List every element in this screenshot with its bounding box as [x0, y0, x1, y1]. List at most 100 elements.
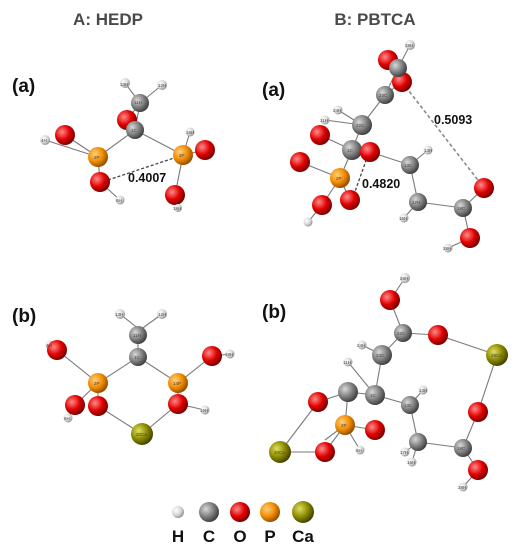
atom-o [65, 395, 85, 415]
atom-o [312, 195, 332, 215]
atom-o [340, 190, 360, 210]
atom-h [355, 445, 365, 455]
atom-h [343, 357, 353, 367]
atom-c [454, 199, 472, 217]
legend-label-ca: Ca [292, 527, 314, 546]
atom-h [405, 40, 415, 50]
atom-label: 24H [357, 343, 365, 348]
atom-label: 12H [158, 83, 166, 88]
atom-label: 11H [133, 333, 141, 338]
atom-label: 18C [457, 206, 466, 211]
atom-c [401, 396, 419, 414]
atom-label: 1C [347, 148, 354, 153]
atom-o [47, 340, 67, 360]
hbond-hedp-a [107, 154, 184, 181]
atom-o [310, 125, 330, 145]
atom-c [365, 385, 385, 405]
atom-p [88, 147, 108, 167]
atom-h [303, 217, 313, 227]
atom-h [40, 135, 50, 145]
panel-label-hedp-a: (a) [12, 76, 35, 97]
atom-c [409, 193, 427, 211]
atom-label: 11H [320, 118, 328, 123]
legend-label-o: O [233, 527, 246, 546]
atom-o [468, 402, 488, 422]
atom-h [200, 405, 210, 415]
atom-label: 13H [115, 312, 123, 317]
atom-h [407, 457, 417, 467]
atom-label: 29Ca [491, 353, 502, 358]
atom-o [428, 325, 448, 345]
atom-label: 28H [405, 43, 413, 48]
atom-label: 6H [356, 448, 362, 453]
atom-label: 16H [200, 408, 208, 413]
atom-h [120, 78, 130, 88]
atom-label: 4H [46, 343, 52, 348]
atom-c [401, 156, 419, 174]
molecule-pbtca-b: 28H 22C 24H 23C 11H 29Ca 1C 13C 13H 2P 3… [269, 273, 508, 492]
atom-label: 23C [379, 93, 388, 98]
atom-h [63, 413, 73, 423]
atom-c [129, 326, 147, 344]
molecule-hedp-a: 13H 12H 11H 1C 16H 4H 2P 3P 6H 18H 0.400… [40, 78, 215, 212]
column-title-hedp: A: HEDP [73, 10, 143, 29]
atom-label: 20Ca [136, 432, 147, 437]
atom-label: 18H [173, 206, 181, 211]
atom-label: 22C [356, 123, 365, 128]
legend-swatch-o [230, 502, 250, 522]
atom-label: 16H [407, 460, 415, 465]
atom-label: 3P [179, 153, 185, 158]
atom-c [389, 59, 407, 77]
atom-label: 2P [94, 155, 100, 160]
atom-h [458, 482, 468, 492]
atom-o [360, 142, 380, 162]
atom-label: 6H [64, 416, 70, 421]
atom-h [225, 349, 235, 359]
atom-label: 18C [457, 446, 466, 451]
atom-h [400, 447, 410, 457]
atom-label: 1C [370, 393, 377, 398]
atom-o [392, 72, 412, 92]
panel-label-pbtca-b: (b) [262, 302, 286, 323]
atom-h [400, 273, 410, 283]
atom-label: 2P [336, 176, 342, 181]
atom-h [115, 195, 125, 205]
atom-p [330, 168, 350, 188]
atom-c [129, 348, 147, 366]
atom-label: 13H [120, 82, 128, 87]
distance-label-pbtca-a1: 0.5093 [434, 113, 472, 127]
atom-label: 1C [134, 355, 141, 360]
legend-label-c: C [203, 527, 215, 546]
atom-o [460, 228, 480, 248]
atom-o [474, 178, 494, 198]
molecule-hedp-b: 13H 12H 11H 1C 4H 19H 2P 14P 6H 16H 20Ca [45, 309, 235, 445]
atom-o [202, 346, 222, 366]
atom-p [88, 373, 108, 393]
atom-label: 14P [173, 381, 181, 386]
atom-o [365, 420, 385, 440]
legend-swatch-h [172, 506, 184, 518]
atom-c [126, 121, 144, 139]
atom-p [173, 145, 193, 165]
long-bond-pbtca-a [401, 81, 485, 189]
atom-h [185, 127, 195, 137]
atom-h [418, 385, 428, 395]
atom-h [357, 340, 367, 350]
atom-o [55, 125, 75, 145]
atom-label: 13C [404, 163, 413, 168]
atom-label: 28H [400, 276, 408, 281]
atom-h [115, 309, 125, 319]
atom-label: 13H [419, 388, 427, 393]
atom-label: 13H [424, 148, 432, 153]
atom-h [157, 80, 167, 90]
atom-label: 16H [186, 130, 194, 135]
atom-label: 13C [404, 403, 413, 408]
atom-label: 28H [443, 246, 451, 251]
atom-h [333, 105, 343, 115]
atom-label: 28H [458, 485, 466, 490]
atom-h [423, 145, 433, 155]
atom-h [174, 204, 182, 212]
atom-label: 2P [341, 423, 347, 428]
atom-p [335, 415, 355, 435]
